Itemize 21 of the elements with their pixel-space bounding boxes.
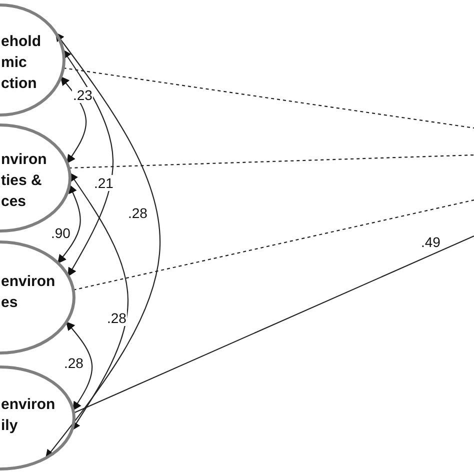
path-line — [68, 154, 474, 169]
node-label: nviron ties & ces — [1, 150, 48, 212]
edge-label: .28 — [63, 355, 84, 371]
node-label: environ es — [1, 272, 56, 313]
edge-label: .28 — [127, 205, 148, 221]
edge-label: .49 — [420, 234, 442, 250]
path-line — [63, 67, 474, 129]
double-headed-arrow — [69, 172, 129, 431]
path-line — [73, 236, 474, 414]
node-label: ehold mic ction — [1, 32, 42, 94]
path-line — [73, 199, 474, 291]
double-headed-arrow — [45, 32, 161, 459]
edge-label: .28 — [106, 310, 128, 326]
double-headed-arrow — [60, 76, 87, 164]
node-label: environ ily — [1, 395, 56, 436]
double-headed-arrow — [62, 49, 114, 277]
double-headed-arrow — [57, 184, 81, 264]
edge-label: .23 — [72, 87, 94, 103]
edge-label: .90 — [50, 225, 72, 241]
edge-label: .21 — [93, 175, 114, 191]
double-headed-arrow — [66, 321, 93, 411]
